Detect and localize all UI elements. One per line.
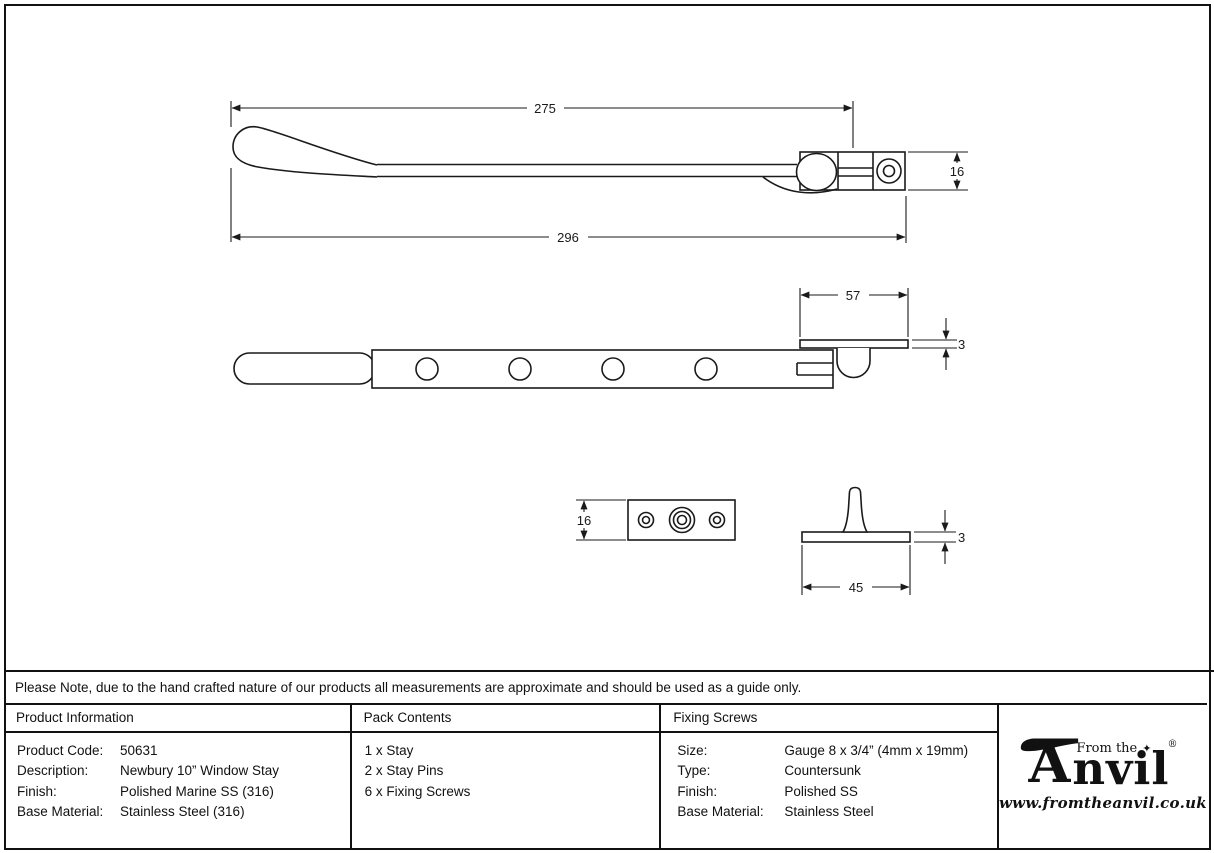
table-row: Type: Countersunk xyxy=(677,761,997,782)
brand-column: A From the ✦ ® nvil www.fromtheanvil.co.… xyxy=(999,705,1207,848)
row-value: Countersunk xyxy=(784,763,861,778)
info-table: Product Information Product Code: 50631 … xyxy=(4,703,1207,848)
view-side-elevation: 275 296 16 xyxy=(230,100,970,245)
diamond-icon: ✦ xyxy=(1142,741,1152,755)
dim-label-3-keeper: 3 xyxy=(958,337,965,352)
from-the-anvil-logo: A From the ✦ ® nvil www.fromtheanvil.co.… xyxy=(999,705,1207,848)
spoon-lower-lip xyxy=(762,176,838,194)
technical-drawing: 275 296 16 xyxy=(230,100,970,595)
table-row: Size: Gauge 8 x 3/4” (4mm x 19mm) xyxy=(677,741,997,762)
row-label: Finish: xyxy=(17,783,57,799)
product-information-column: Product Information Product Code: 50631 … xyxy=(4,705,352,848)
keeper-hook xyxy=(836,348,871,379)
dim-label-275: 275 xyxy=(534,101,556,116)
website-url: www.fromtheanvil.co.uk xyxy=(998,794,1207,813)
dim-label-57: 57 xyxy=(846,288,860,303)
anvil-icon xyxy=(1020,738,1078,752)
logo-name-rest: nvil xyxy=(1072,741,1170,795)
pivot-pin-inner xyxy=(882,164,896,178)
mounting-plate-top xyxy=(627,499,736,541)
stay-handle-plan xyxy=(233,352,376,385)
dim-label-3-pin: 3 xyxy=(958,530,965,545)
keeper-plate-side xyxy=(799,339,909,349)
dim-label-296: 296 xyxy=(557,230,579,245)
table-row: Finish: Polished SS xyxy=(677,782,997,803)
row-value: Stainless Steel xyxy=(784,804,874,819)
stay-pin-cone xyxy=(841,486,869,533)
row-label: Base Material: xyxy=(677,804,764,819)
row-label: Base Material: xyxy=(17,804,104,819)
pack-contents-header: Pack Contents xyxy=(351,705,660,733)
measurement-note: Please Note, due to the hand crafted nat… xyxy=(4,670,1214,703)
fixing-screws-header: Fixing Screws xyxy=(661,705,997,733)
table-row: Description: Newbury 10” Window Stay xyxy=(17,761,350,782)
table-row: Base Material: Stainless Steel (316) xyxy=(17,802,350,823)
product-information-header: Product Information xyxy=(4,705,350,733)
row-label: Type: xyxy=(677,763,711,778)
registered-mark: ® xyxy=(1167,738,1178,750)
pack-contents-column: Pack Contents 1 x Stay 2 x Stay Pins 6 x… xyxy=(351,705,662,848)
dim-label-16-plate: 16 xyxy=(577,513,591,528)
fixing-screws-column: Fixing Screws Size: Gauge 8 x 3/4” (4mm … xyxy=(661,705,999,848)
view-plan: 57 3 xyxy=(233,287,965,389)
row-value: Stainless Steel (316) xyxy=(120,804,245,819)
table-row: Base Material: Stainless Steel xyxy=(677,802,997,823)
row-value: Newbury 10” Window Stay xyxy=(120,763,280,778)
dimension-lines xyxy=(576,499,956,595)
row-label: Description: xyxy=(17,763,89,778)
view-fittings: 16 3 45 xyxy=(572,486,965,595)
table-row: Finish: Polished Marine SS (316) xyxy=(17,782,350,803)
row-label: Size: xyxy=(677,742,708,758)
list-item: 2 x Stay Pins xyxy=(364,763,444,778)
note-text: Please Note, due to the hand crafted nat… xyxy=(15,679,802,695)
logo-prefix: From the xyxy=(1076,740,1138,756)
dim-label-45: 45 xyxy=(849,580,863,595)
dim-label-16-end: 16 xyxy=(950,164,964,179)
row-label: Finish: xyxy=(677,783,718,799)
row-label: Product Code: xyxy=(17,742,104,758)
row-value: Polished SS xyxy=(784,783,858,799)
list-item: 1 x Stay xyxy=(364,742,414,758)
row-value: 50631 xyxy=(120,742,158,758)
row-value: Polished Marine SS (316) xyxy=(120,783,274,799)
row-value: Gauge 8 x 3/4” (4mm x 19mm) xyxy=(784,742,969,758)
spoon-end xyxy=(795,152,838,192)
list-item: 6 x Fixing Screws xyxy=(364,783,471,799)
table-row: Product Code: 50631 xyxy=(17,741,350,762)
stay-handle-side xyxy=(232,125,378,178)
stay-pin-base xyxy=(801,531,911,543)
anvil-letter-a: A xyxy=(1020,736,1078,790)
pivot-pin-outer xyxy=(876,158,902,184)
